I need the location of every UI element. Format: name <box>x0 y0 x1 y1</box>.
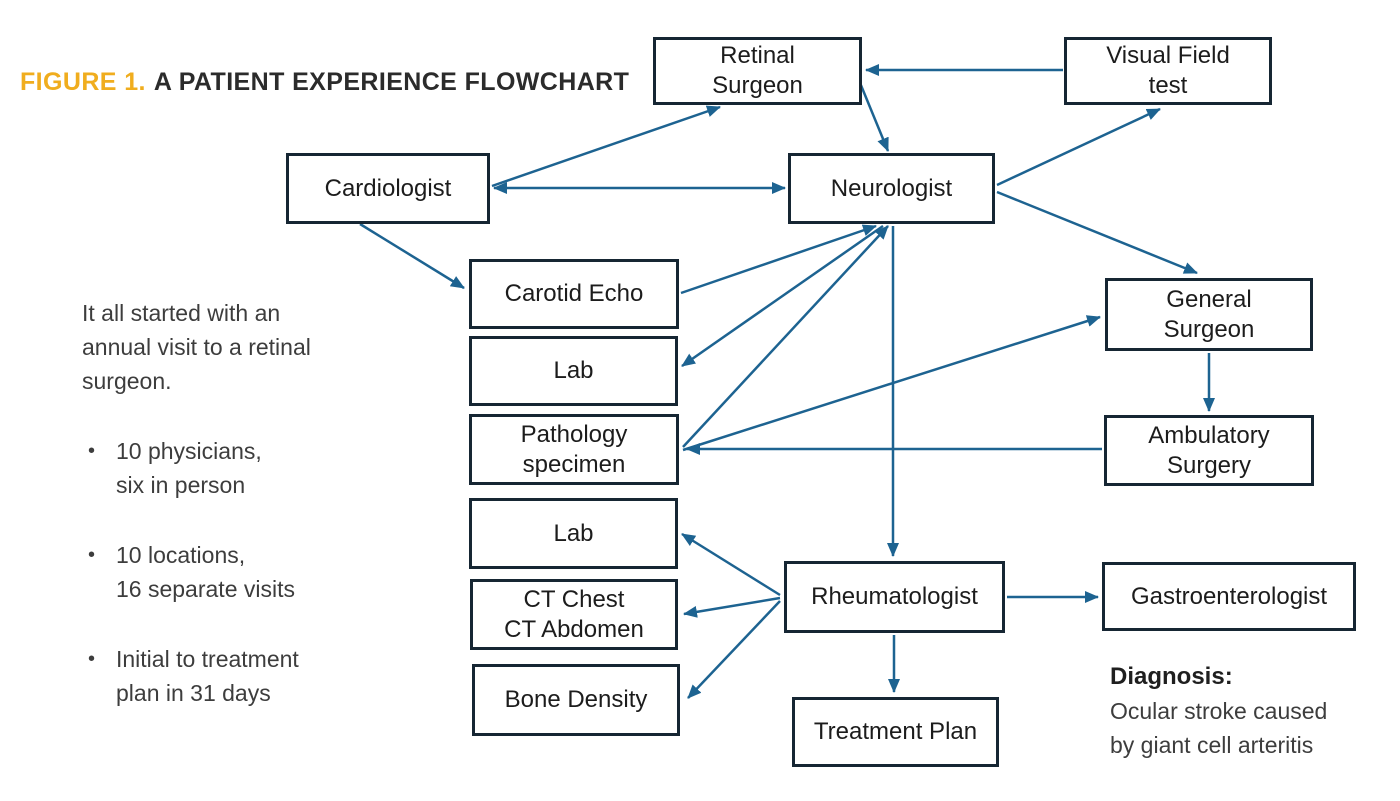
flow-edge-rheumatologist-to-bone-density <box>687 600 781 699</box>
flow-node-cardiologist: Cardiologist <box>286 153 490 224</box>
flow-edge-carotid-echo-to-neurologist <box>680 224 877 295</box>
flow-edge-cardiologist-to-carotid-echo <box>359 222 465 290</box>
figure-title-text: A PATIENT EXPERIENCE FLOWCHART <box>153 68 630 96</box>
figure-title: FIGURE 1.A PATIENT EXPERIENCE FLOWCHART <box>20 68 629 97</box>
flow-edge-neurologist-to-general-surgeon <box>996 190 1198 275</box>
bullet-text: 10 locations, 16 separate visits <box>116 542 295 602</box>
bullet-list: • 10 physicians, six in person • 10 locatio… <box>82 434 382 710</box>
bullet-item: • Initial to treatment plan in 31 days <box>82 642 382 710</box>
diagnosis-text: Ocular stroke caused by giant cell arter… <box>1110 698 1328 758</box>
bullet-item: • 10 physicians, six in person <box>82 434 382 502</box>
side-narrative: It all started with an annual visit to a… <box>82 296 382 710</box>
flow-node-neurologist: Neurologist <box>788 153 995 224</box>
flow-node-lab-2: Lab <box>469 498 678 569</box>
diagnosis-block: Diagnosis: Ocular stroke caused by giant… <box>1110 660 1400 762</box>
bullet-dot: • <box>88 648 96 670</box>
flow-node-gastroenterologist: Gastroenterologist <box>1102 562 1356 631</box>
figure-label: FIGURE 1. <box>20 68 146 96</box>
flow-edge-neurologist-to-lab-1 <box>681 224 884 368</box>
flow-edge-retinal-surgeon-to-neurologist <box>856 77 890 152</box>
flow-node-retinal-surgeon: Retinal Surgeon <box>653 37 862 105</box>
flow-edge-pathology-specimen-to-general-surgeon <box>682 315 1101 452</box>
flow-edge-neurologist-to-visual-field-test <box>996 107 1161 187</box>
flow-node-lab-1: Lab <box>469 336 678 406</box>
flow-edge-pathology-specimen-to-neurologist <box>682 225 889 448</box>
diagnosis-heading: Diagnosis: <box>1110 663 1233 690</box>
flow-edge-rheumatologist-to-ct-chest-abdomen <box>683 596 781 618</box>
bullet-item: • 10 locations, 16 separate visits <box>82 538 382 606</box>
flow-node-ambulatory-surgery: Ambulatory Surgery <box>1104 415 1314 486</box>
flow-node-visual-field-test: Visual Field test <box>1064 37 1272 105</box>
flow-node-general-surgeon: General Surgeon <box>1105 278 1313 351</box>
bullet-text: Initial to treatment plan in 31 days <box>116 646 299 706</box>
flow-edge-cardiologist-to-retinal-surgeon <box>491 105 721 188</box>
bullet-dot: • <box>88 544 96 566</box>
bullet-dot: • <box>88 440 96 462</box>
flow-node-ct-chest-abdomen: CT Chest CT Abdomen <box>470 579 678 650</box>
flow-node-carotid-echo: Carotid Echo <box>469 259 679 329</box>
intro-text: It all started with an annual visit to a… <box>82 300 311 394</box>
flow-node-bone-density: Bone Density <box>472 664 680 736</box>
flow-node-treatment-plan: Treatment Plan <box>792 697 999 767</box>
bullet-text: 10 physicians, six in person <box>116 438 262 498</box>
flow-edge-rheumatologist-to-lab-2 <box>681 532 781 597</box>
flow-node-pathology-specimen: Pathology specimen <box>469 414 679 485</box>
flow-node-rheumatologist: Rheumatologist <box>784 561 1005 633</box>
